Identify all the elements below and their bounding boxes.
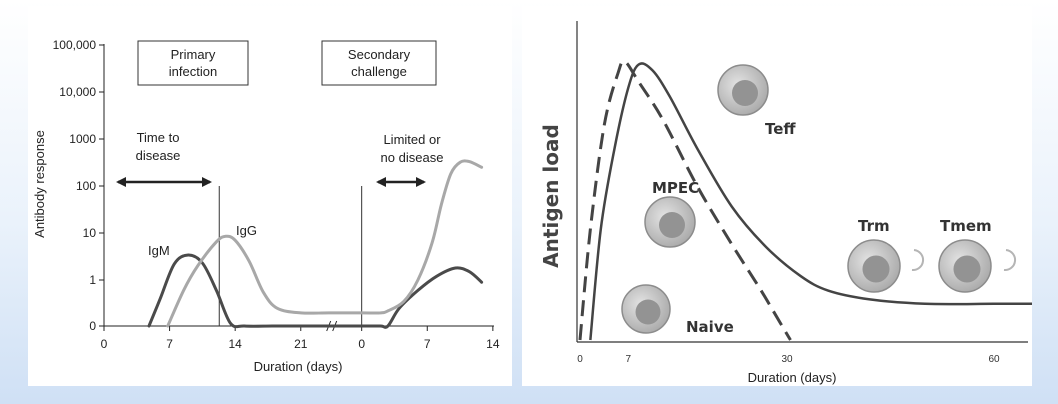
y-axis-label: Antigen load [539,124,563,268]
x-tick-label: 0 [358,337,365,351]
naive-cell-nucleus [635,299,661,325]
antibody-response-chart-panel: 0 1 10 100 1000 10,000 100,000 0 7 14 21 0 7 14 Antibo… [28,6,512,386]
y-tick-label: 100 [76,179,96,193]
x-tick-label: 21 [294,337,308,351]
dashed-curve [578,59,792,341]
time-to-disease-text: Time to [137,130,180,145]
tmem-cycle-arrow [1003,249,1016,272]
mpec-label: MPEC [652,179,699,197]
mpec-cell-nucleus [659,212,685,238]
x-tick-label: 0 [101,337,108,351]
solid-curve [589,62,1032,341]
primary-infection-text: infection [169,64,217,79]
igm-curve [147,253,484,329]
secondary-challenge-text: Secondary [348,47,411,62]
secondary-challenge-text: challenge [351,64,407,79]
x-tick-label: 60 [988,354,1000,365]
primary-infection-box [137,40,249,86]
time-to-disease-text: disease [136,148,181,163]
teff-cell-nucleus [732,80,758,106]
antibody-response-chart: 0 1 10 100 1000 10,000 100,000 0 7 14 21 0 7 14 Antibo… [32,38,500,374]
igm-label: IgM [148,243,170,258]
trm-label: Trm [858,217,890,235]
y-tick-label: 0 [89,319,96,333]
limited-disease-text: Limited or [383,132,441,147]
y-tick-label: 1 [89,273,96,287]
y-axis-label: Antibody response [32,130,47,238]
teff-label: Teff [765,120,796,138]
tmem-cell-nucleus [953,255,981,283]
x-tick-label: 7 [166,337,173,351]
x-tick-label: 14 [486,337,500,351]
x-tick-label: 30 [781,354,793,365]
x-axis-label: Duration (days) [748,370,837,385]
trm-cycle-arrow [911,249,924,272]
x-axis-label: Duration (days) [254,359,343,374]
x-tick-label: 7 [626,354,632,365]
x-tick-label: 14 [229,337,243,351]
igg-curve [166,159,484,328]
x-tick-label: 0 [577,354,583,365]
y-tick-label: 10,000 [59,85,96,99]
y-tick-label: 1000 [69,132,96,146]
naive-label: Naive [686,318,734,336]
trm-cell-nucleus [862,255,890,283]
igg-label: IgG [236,223,257,238]
tmem-label: Tmem [940,217,992,235]
limited-disease-text: no disease [381,150,444,165]
y-tick-label: 100,000 [53,38,97,52]
y-tick-label: 10 [83,226,97,240]
primary-infection-text: Primary [171,47,216,62]
x-tick-label: 7 [424,337,431,351]
secondary-challenge-box [321,40,437,86]
